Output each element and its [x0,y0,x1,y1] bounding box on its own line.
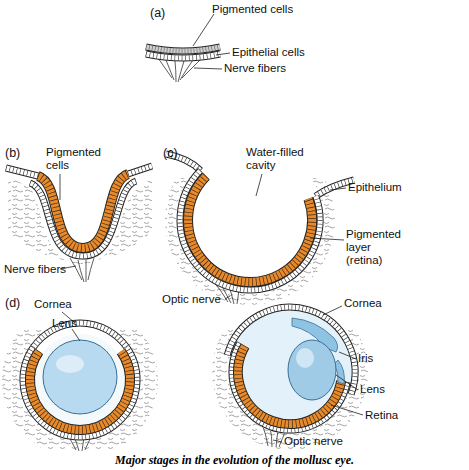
stage-letter: (c) [163,146,178,160]
epithelial-cell-layer [180,171,320,290]
cell-walls [6,168,38,176]
stage-letter: (a) [150,6,165,20]
lens-highlight [56,355,84,373]
figure-caption: Major stages in the evolution of the mol… [0,453,469,468]
part-label: Epithelium [348,181,402,194]
eye-chamber [228,310,352,434]
lens-highlight [296,348,314,368]
pigment-cell-layer [146,47,220,51]
lens-eye [2,302,158,458]
cell-walls [146,47,220,51]
leader-line [72,329,80,341]
leader-line [60,174,61,200]
nerve-fiber [158,58,202,82]
leader-line [310,238,344,240]
epithelium [6,168,38,176]
nerve-fiber [70,258,94,282]
leader-line [193,14,214,46]
leader-line [336,375,358,390]
leader-line [323,306,342,315]
epithelium [128,166,152,174]
part-label: Cornea [34,298,72,311]
tissue-fibers [2,330,158,450]
part-label: Cornea [344,297,382,310]
part-label: Lens [360,383,385,396]
leader-lines [60,14,363,442]
part-label: Pigmented layer (retina) [346,228,408,267]
part-label: Iris [358,352,373,365]
pinhole-eye [165,135,354,305]
cell-walls [188,176,312,282]
epithelium [128,166,152,174]
epithelial-cell-layer [146,54,220,58]
lens [43,340,117,414]
part-label: Nerve fibers [224,62,286,75]
pigment-cell-layer [146,47,220,51]
pigment-cell-layer [38,174,128,248]
part-label: Optic nerve [284,435,343,448]
retina [188,176,312,282]
part-label: Water-filled cavity [246,146,316,172]
pigment-cell-layer [38,174,128,248]
flat-eyespot [146,47,220,82]
part-label: Epithelial cells [232,46,305,59]
stage-letter: (b) [5,146,20,160]
cell-walls [146,54,220,58]
part-label: Pigmented cells [212,3,293,16]
lens [288,340,336,400]
cell-walls [38,174,128,248]
leader-line [331,405,363,415]
part-label: Optic nerve [162,293,221,306]
leader-line [216,53,230,55]
leader-line [330,188,346,190]
epithelial-cell-layer [180,171,320,290]
part-label: Nerve fibers [4,263,66,276]
epithelial-cell-layer [146,54,220,58]
retina [188,176,312,282]
stage-letter: (d) [5,296,20,310]
part-label: Retina [365,409,398,422]
complex-eye [212,294,368,450]
cell-walls [128,166,152,174]
cell-walls [180,171,320,290]
leader-line [194,68,222,69]
part-label: Lens [52,317,77,330]
leader-line [225,296,230,299]
leader-line [256,174,262,196]
leader-line [273,440,282,442]
tissue-fibers [165,178,335,305]
tissue-fibers [212,330,368,450]
part-label: Pigmented cells [46,146,108,172]
epithelium [6,168,38,176]
leader-line [339,352,356,359]
